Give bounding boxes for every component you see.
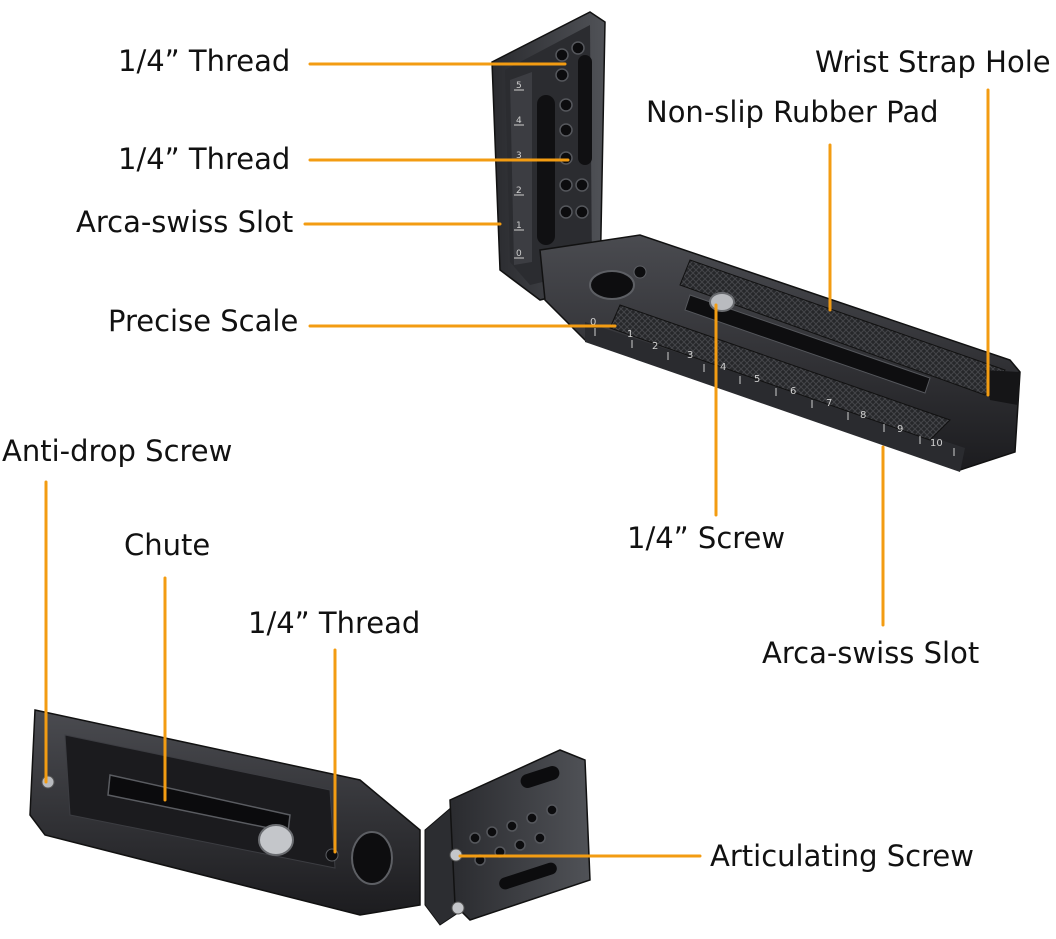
- horizontal-tick-label: 5: [754, 374, 760, 385]
- center-slot: [684, 294, 931, 394]
- vertical-tick-label: 1: [516, 221, 522, 231]
- folding-plate-holes: [469, 804, 558, 866]
- knob-screw: [258, 824, 294, 856]
- label-thread-top: 1/4” Thread: [118, 44, 291, 78]
- vertical-slot-right: [578, 55, 592, 165]
- folding-plate-slot: [520, 765, 560, 789]
- label-arca-slot-vertical: Arca-swiss Slot: [76, 205, 294, 239]
- horizontal-tick-label: 0: [590, 317, 596, 328]
- l-bracket-plate-icon: 5 4 3 2 1 0 0: [491, 11, 1021, 472]
- horizontal-tick-label: 7: [826, 398, 832, 409]
- vertical-scale-numbers: 5 4 3 2 1 0: [516, 81, 522, 259]
- wrist-strap-end: [985, 370, 1020, 405]
- vertical-slot-left: [537, 95, 555, 245]
- label-articulating-screw: Articulating Screw: [710, 839, 974, 873]
- large-hole: [351, 831, 393, 885]
- horizontal-tick-label: 8: [860, 410, 866, 421]
- horizontal-tick-label: 4: [720, 362, 726, 373]
- elbow-hole: [589, 270, 635, 300]
- rubber-pad-top: [679, 259, 1006, 396]
- vertical-holes: [555, 41, 589, 219]
- label-screw: 1/4” Screw: [627, 521, 786, 555]
- horizontal-tick-label: 6: [790, 386, 796, 397]
- horizontal-side-face: [585, 322, 965, 472]
- anti-drop-screw: [41, 775, 55, 789]
- label-thread-mid: 1/4” Thread: [118, 142, 291, 176]
- label-thread-bottom: 1/4” Thread: [248, 606, 421, 640]
- label-chute: Chute: [124, 528, 211, 562]
- horizontal-tick-label: 9: [897, 424, 903, 435]
- vertical-tick-label: 0: [516, 249, 522, 259]
- screw-head: [709, 292, 735, 312]
- horizontal-tick-label: 1: [627, 329, 633, 340]
- vertical-tick-label: 2: [516, 186, 522, 196]
- label-arca-slot-horizontal: Arca-swiss Slot: [762, 636, 980, 670]
- horizontal-tick-label: 2: [652, 341, 658, 352]
- leader-lines: [44, 62, 990, 858]
- folding-plate-slot-lower: [499, 862, 557, 890]
- horizontal-scale-numbers: 0 1 2 3 4 5 6 7 8 9 10: [590, 317, 943, 449]
- rubber-pad-bottom: [609, 304, 951, 441]
- horizontal-tick-label: 3: [687, 350, 693, 361]
- articulating-screw-lower: [451, 901, 465, 915]
- label-anti-drop-screw: Anti-drop Screw: [2, 434, 233, 468]
- horizontal-scale-ticks: [594, 328, 955, 456]
- vertical-tick-label: 3: [516, 151, 522, 161]
- label-precise-scale: Precise Scale: [108, 304, 299, 338]
- label-rubber-pad: Non-slip Rubber Pad: [646, 95, 939, 129]
- vertical-scale-strip: [510, 72, 532, 265]
- horizontal-tick-label: 10: [930, 438, 943, 449]
- vertical-tick-label: 4: [516, 116, 522, 126]
- label-wrist-strap-hole: Wrist Strap Hole: [815, 45, 1051, 79]
- elbow-thread-hole: [633, 265, 647, 279]
- vertical-tick-label: 5: [516, 81, 522, 91]
- folding-bracket-plate-icon: [29, 709, 591, 926]
